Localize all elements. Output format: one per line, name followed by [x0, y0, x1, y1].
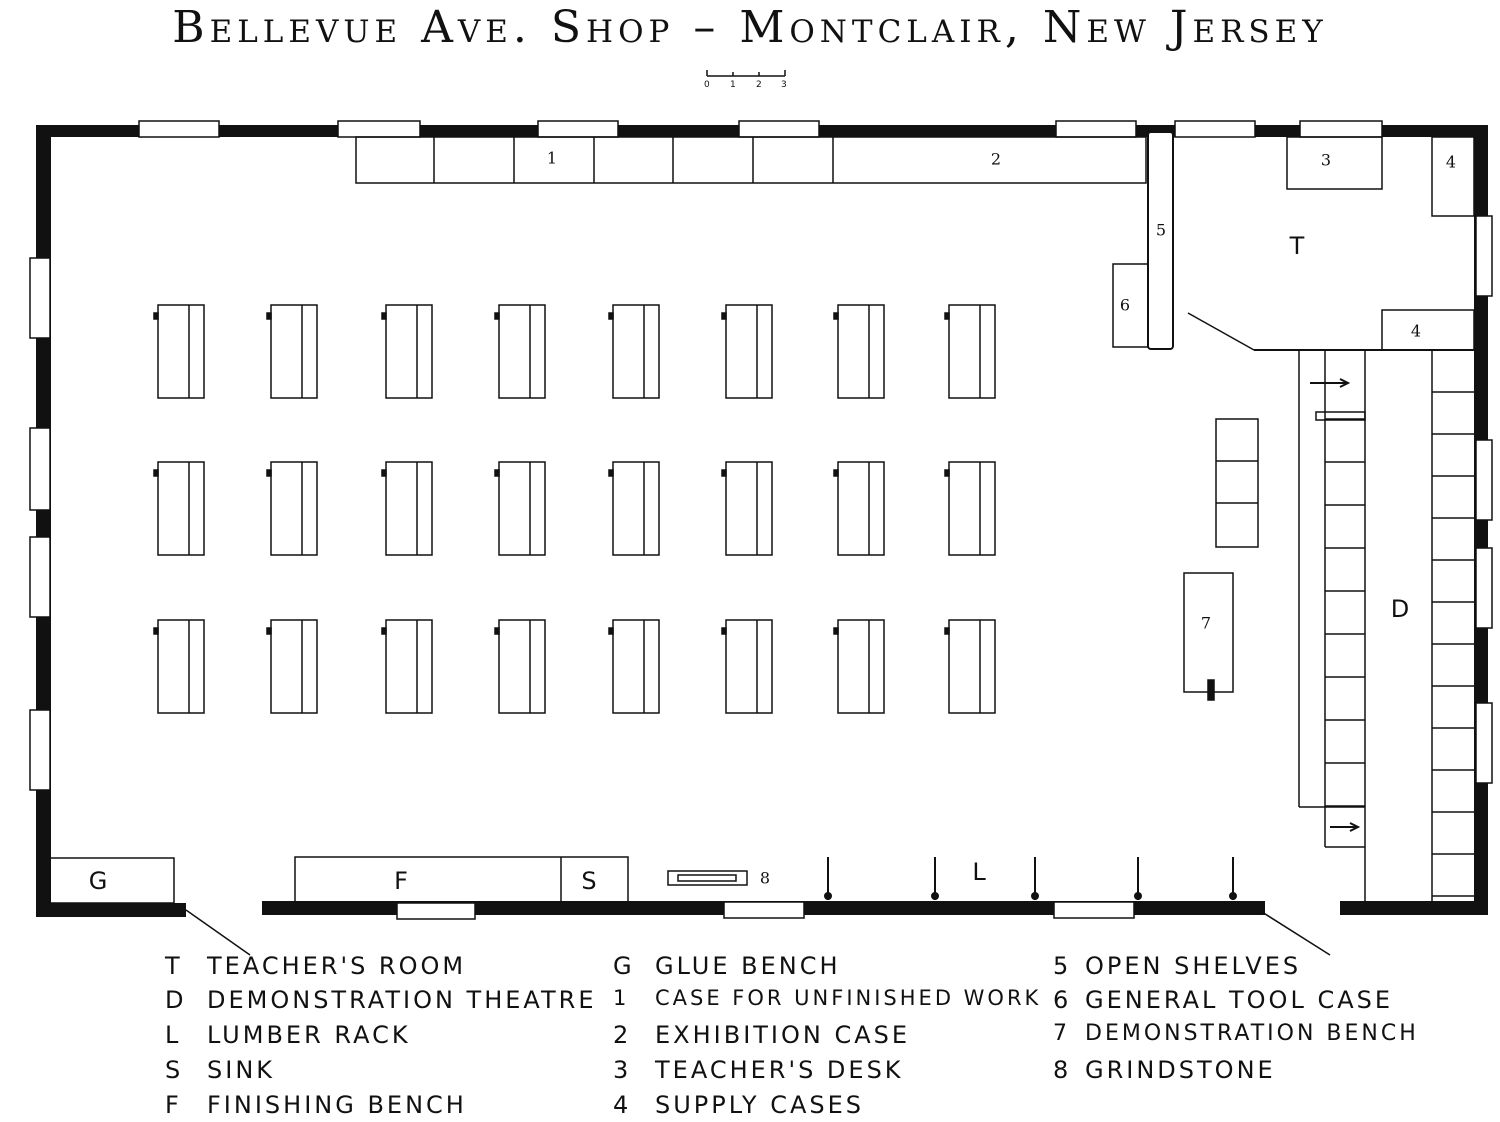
scale-label-0: 0 [704, 80, 710, 90]
legend-item: 5Open Shelves [1053, 952, 1302, 980]
outer-walls [36, 125, 1488, 917]
label-teachers-room: T [1289, 232, 1305, 260]
workbench [944, 619, 996, 714]
workbench [608, 461, 660, 556]
label-case-1: 1 [546, 148, 558, 168]
label-theatre: D [1390, 595, 1410, 623]
label-sink: S [581, 867, 597, 895]
workbench [608, 619, 660, 714]
workbench [153, 461, 205, 556]
label-grindstone-8: 8 [759, 868, 771, 888]
legend-item: 6General Tool Case [1053, 986, 1394, 1014]
workbench [494, 619, 546, 714]
workbench [833, 619, 885, 714]
teachers-room [1187, 136, 1475, 351]
workbench [833, 461, 885, 556]
workbench [266, 461, 318, 556]
workbench [266, 619, 318, 714]
label-glue: G [88, 867, 108, 895]
legend-item: 7Demonstration Bench [1053, 1021, 1419, 1046]
open-shelves [1147, 131, 1174, 350]
side-bench [1215, 418, 1259, 548]
lumber-rack [824, 857, 1237, 900]
plan-title: Bellevue Ave. Shop – Montclair, New Jers… [172, 2, 1328, 53]
legend-item: 2Exhibition Case [613, 1021, 911, 1049]
workbench [153, 304, 205, 399]
label-supply-4a: 4 [1445, 152, 1457, 172]
workbench [833, 304, 885, 399]
workbench [608, 304, 660, 399]
label-bench-7: 7 [1200, 613, 1212, 633]
legend-item: DDemonstration Theatre [165, 986, 597, 1014]
workbench [721, 461, 773, 556]
workbench [266, 304, 318, 399]
legend-item: 8Grindstone [1053, 1056, 1276, 1084]
legend-item: TTeacher's Room [165, 952, 467, 980]
workbench [944, 461, 996, 556]
workbench [381, 461, 433, 556]
label-tool-case-6: 6 [1119, 295, 1131, 315]
legend-item: 1Case for Unfinished Work [613, 986, 1042, 1010]
workbench [944, 304, 996, 399]
label-case-2: 2 [990, 149, 1002, 169]
workbench [494, 304, 546, 399]
workbench [494, 461, 546, 556]
workbench [381, 304, 433, 399]
workbench [153, 619, 205, 714]
legend-item: GGlue Bench [613, 952, 841, 980]
legend-item: LLumber Rack [165, 1021, 411, 1049]
label-finishing: F [394, 867, 408, 895]
legend-item: 3Teacher's Desk [613, 1056, 904, 1084]
scale-bar [706, 70, 786, 77]
label-shelves-5: 5 [1155, 220, 1167, 240]
legend-item: 4Supply Cases [613, 1091, 865, 1119]
windows [29, 120, 1493, 920]
workbench [721, 619, 773, 714]
general-tool-case [1112, 263, 1149, 348]
label-desk-3: 3 [1320, 150, 1332, 170]
scale-label-2: 2 [756, 80, 762, 90]
scale-label-1: 1 [730, 80, 736, 90]
bottom-fixtures [49, 856, 1331, 956]
workbench-grid [153, 304, 996, 714]
scale-label-3: 3 [781, 80, 787, 90]
demonstration-theatre [1298, 350, 1474, 901]
case-row-top [355, 136, 1147, 184]
demonstration-bench [1183, 572, 1234, 701]
label-lumber: L [972, 858, 986, 886]
workbench [721, 304, 773, 399]
workbench [381, 619, 433, 714]
legend-item: SSink [165, 1056, 276, 1084]
legend-item: FFinishing Bench [165, 1091, 467, 1119]
label-supply-4b: 4 [1410, 321, 1422, 341]
